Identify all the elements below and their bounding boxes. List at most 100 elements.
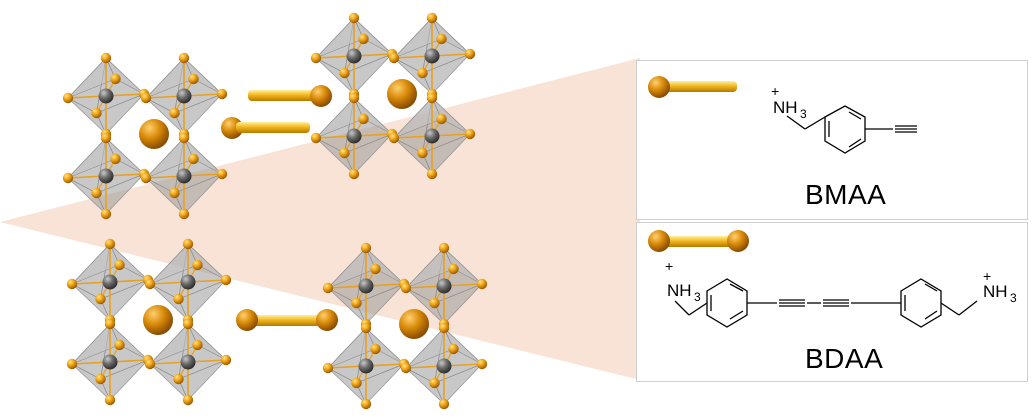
- bmaa-spacer-upper: [248, 85, 332, 107]
- halide-atom: [429, 377, 440, 389]
- halide-atom: [220, 354, 232, 366]
- halide-atom: [322, 362, 334, 374]
- octahedron-face: [187, 323, 227, 361]
- metal-atom: [176, 168, 192, 184]
- octahedron-face: [434, 363, 483, 405]
- halide-atom: [360, 398, 372, 410]
- halide-atom: [192, 339, 203, 351]
- perovskite-layer-bottom-left: [66, 238, 232, 406]
- halide-atom: [426, 168, 438, 180]
- octahedron-face: [356, 283, 405, 325]
- octahedron-face: [344, 133, 393, 175]
- octahedron-face: [105, 57, 145, 95]
- halide-atom: [448, 343, 459, 355]
- halide-atom: [114, 339, 125, 351]
- halide-atom: [417, 147, 428, 159]
- halide-atom: [476, 278, 488, 290]
- octahedron-face: [353, 17, 393, 55]
- halide-atom: [464, 128, 476, 140]
- bdaa-legend-panel: + NH 3 + NH 3 BDAA: [636, 222, 1028, 382]
- amine-subscript: 3: [800, 107, 807, 121]
- amine-subscript-left: 3: [694, 290, 701, 304]
- bmaa-structure-svg: + NH 3: [648, 76, 917, 154]
- halide-atom: [351, 377, 362, 389]
- metal-atom: [358, 358, 374, 374]
- halide-atom: [178, 208, 190, 220]
- halide-atom: [140, 92, 152, 104]
- metal-atom: [436, 278, 452, 294]
- halide-atom: [188, 153, 199, 165]
- halide-atom: [358, 113, 369, 125]
- halide-atom: [370, 343, 381, 355]
- halide-atom: [310, 132, 322, 144]
- octahedron-face: [178, 279, 227, 321]
- halide-atom: [400, 362, 412, 374]
- bdaa-skeletal-formula: [674, 278, 978, 328]
- halide-atom: [192, 259, 203, 271]
- a-site-cation: [399, 309, 429, 339]
- octahedron-face: [422, 133, 471, 175]
- halide-atom: [188, 73, 199, 85]
- octahedron-face: [96, 93, 145, 135]
- halide-atom: [178, 132, 190, 144]
- octahedron-face: [431, 17, 471, 55]
- metal-atom: [358, 278, 374, 294]
- perovskite-layer-top-right: [310, 12, 476, 180]
- amine-label-right: NH: [983, 282, 1008, 301]
- halide-atom: [216, 88, 228, 100]
- octahedron-face: [96, 173, 145, 215]
- octahedron-face: [422, 53, 471, 95]
- halide-atom: [173, 293, 184, 305]
- halide-atom: [216, 168, 228, 180]
- halide-atom: [104, 394, 116, 406]
- octahedron-face: [187, 243, 227, 281]
- halide-atom: [100, 208, 112, 220]
- metal-atom: [102, 354, 118, 370]
- single-cap-rod-icon: [648, 76, 737, 98]
- bmaa-name-label: BMAA: [805, 179, 887, 210]
- metal-atom: [436, 358, 452, 374]
- metal-atom: [424, 128, 440, 144]
- halide-atom: [388, 132, 400, 144]
- bmaa-spacer-lower: [221, 117, 310, 139]
- charge-sign-left: +: [665, 258, 673, 274]
- halide-atom: [339, 67, 350, 79]
- halide-atom: [370, 263, 381, 275]
- octahedron-face: [100, 359, 149, 401]
- metal-atom: [176, 88, 192, 104]
- metal-atom: [424, 48, 440, 64]
- halide-atom: [95, 373, 106, 385]
- halide-atom: [178, 52, 190, 64]
- octahedron-face: [353, 97, 393, 135]
- octahedron-face: [183, 137, 223, 175]
- bmaa-legend-panel: + NH 3 BMAA: [636, 60, 1028, 220]
- halide-atom: [173, 373, 184, 385]
- metal-atom: [98, 88, 114, 104]
- octahedron-face: [105, 137, 145, 175]
- halide-atom: [220, 274, 232, 286]
- halide-atom: [114, 259, 125, 271]
- halide-atom: [182, 318, 194, 330]
- halide-atom: [100, 52, 112, 64]
- halide-atom: [182, 394, 194, 406]
- halide-atom: [144, 278, 156, 290]
- a-site-cation: [139, 119, 169, 149]
- amine-subscript-right: 3: [1010, 291, 1017, 305]
- bdaa-spacer: [236, 309, 338, 331]
- a-site-cation: [387, 79, 417, 109]
- halide-atom: [140, 172, 152, 184]
- halide-atom: [144, 358, 156, 370]
- a-site-cation: [143, 305, 173, 335]
- halide-atom: [348, 168, 360, 180]
- octahedron-face: [434, 283, 483, 325]
- octahedron-face: [109, 323, 149, 361]
- halide-atom: [91, 107, 102, 119]
- bdaa-structure-svg: + NH 3 + NH 3: [648, 230, 1017, 328]
- halide-atom: [388, 52, 400, 64]
- halide-atom: [322, 282, 334, 294]
- halide-atom: [426, 12, 438, 24]
- octahedron-face: [174, 173, 223, 215]
- halide-atom: [66, 278, 78, 290]
- halide-atom: [310, 52, 322, 64]
